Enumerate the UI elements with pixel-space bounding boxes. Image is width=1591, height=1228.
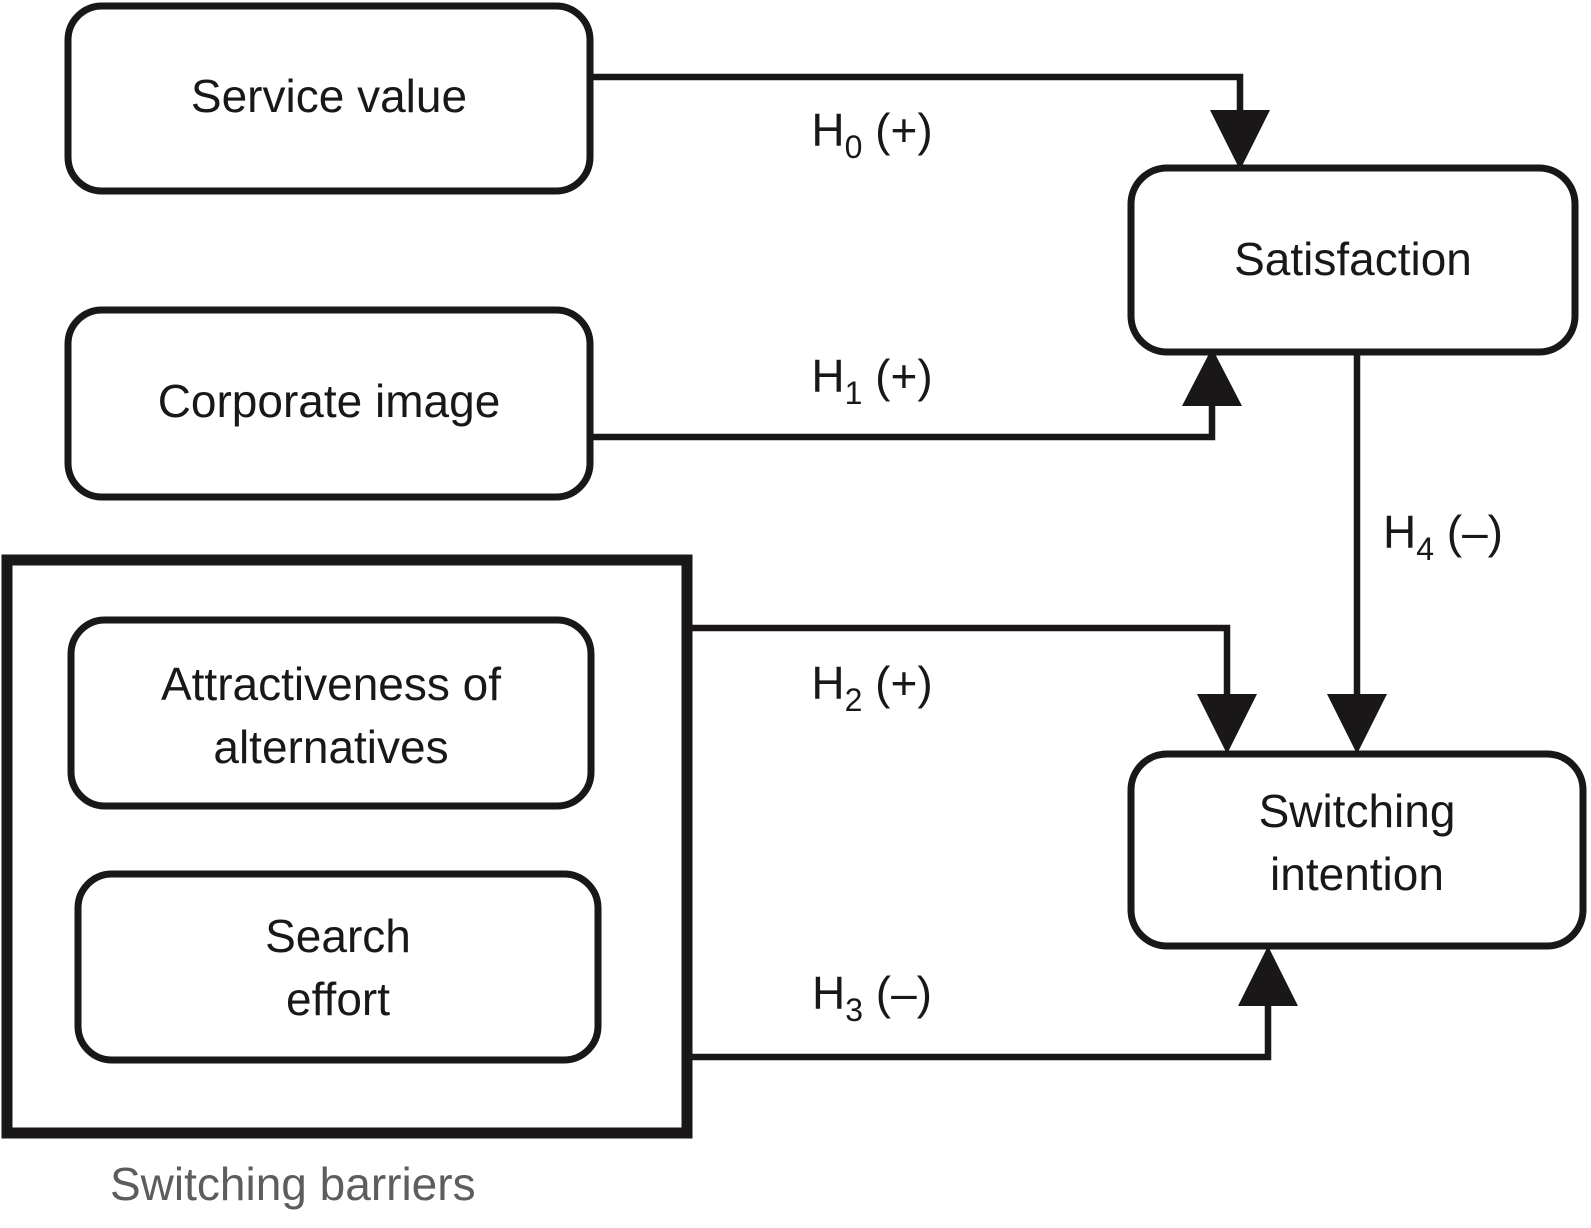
hypothesis-label-h1: H1 (+) — [811, 350, 932, 411]
h3-prefix: H — [812, 967, 845, 1019]
service-value-box[interactable] — [64, 2, 594, 195]
h1-subscript: 1 — [845, 375, 863, 411]
corporate-image-label: Corporate image — [158, 375, 501, 427]
arrowhead-h1 — [1182, 348, 1242, 406]
attractiveness-label-line1: Attractiveness of — [161, 658, 501, 710]
node-search-effort[interactable]: Search effort — [74, 870, 602, 1064]
svg-text:H4 (–): H4 (–) — [1383, 506, 1503, 567]
node-service-value[interactable]: Service value — [64, 2, 594, 195]
hypothesis-label-h4: H4 (–) — [1383, 506, 1503, 567]
search-effort-box[interactable] — [74, 870, 602, 1064]
h4-prefix: H — [1383, 506, 1416, 558]
node-corporate-image[interactable]: Corporate image — [64, 306, 594, 501]
attractiveness-label-line2: alternatives — [213, 721, 448, 773]
node-switching-intention[interactable]: Switching intention — [1127, 750, 1587, 950]
svg-text:H1 (+): H1 (+) — [811, 350, 932, 411]
h1-prefix: H — [811, 350, 844, 402]
connector-h2 — [690, 624, 1257, 754]
arrowhead-h4 — [1327, 694, 1387, 754]
hypothesis-label-h0: H0 (+) — [811, 104, 932, 165]
h4-subscript: 4 — [1416, 531, 1434, 567]
switching-barriers-group — [1, 554, 693, 1139]
switching-barriers-caption: Switching barriers — [110, 1158, 476, 1210]
satisfaction-box[interactable] — [1127, 164, 1579, 356]
svg-text:H2 (+): H2 (+) — [811, 657, 932, 718]
connector-h1 — [592, 348, 1242, 441]
h1-sign: (+) — [875, 350, 933, 402]
arrowhead-h0 — [1210, 110, 1270, 170]
switching-intention-box[interactable] — [1127, 750, 1587, 950]
svg-text:H3 (–): H3 (–) — [812, 967, 932, 1028]
service-value-label: Service value — [191, 70, 467, 122]
h4-sign: (–) — [1447, 506, 1503, 558]
attractiveness-box[interactable] — [67, 616, 595, 810]
svg-text:H0 (+): H0 (+) — [811, 104, 932, 165]
node-attractiveness-of-alternatives[interactable]: Attractiveness of alternatives — [67, 616, 595, 810]
h0-prefix: H — [811, 104, 844, 156]
arrowhead-h3 — [1238, 946, 1298, 1006]
search-effort-label-line1: Search — [265, 910, 411, 962]
switching-intention-label-line2: intention — [1270, 848, 1444, 900]
corporate-image-box[interactable] — [64, 306, 594, 501]
arrowhead-h2 — [1197, 694, 1257, 754]
h0-sign: (+) — [875, 104, 933, 156]
search-effort-label-line2: effort — [286, 973, 390, 1025]
h2-prefix: H — [811, 657, 844, 709]
h2-sign: (+) — [875, 657, 933, 709]
satisfaction-label: Satisfaction — [1234, 233, 1472, 285]
connector-h0 — [592, 73, 1270, 170]
node-satisfaction[interactable]: Satisfaction — [1127, 164, 1579, 356]
h2-subscript: 2 — [845, 682, 863, 718]
connector-h3 — [690, 946, 1298, 1061]
switching-intention-label-line1: Switching — [1259, 785, 1456, 837]
connector-h4 — [1327, 352, 1387, 754]
hypothesis-label-h2: H2 (+) — [811, 657, 932, 718]
h3-sign: (–) — [876, 967, 932, 1019]
hypothesis-label-h3: H3 (–) — [812, 967, 932, 1028]
h0-subscript: 0 — [845, 129, 863, 165]
h3-subscript: 3 — [845, 992, 863, 1028]
